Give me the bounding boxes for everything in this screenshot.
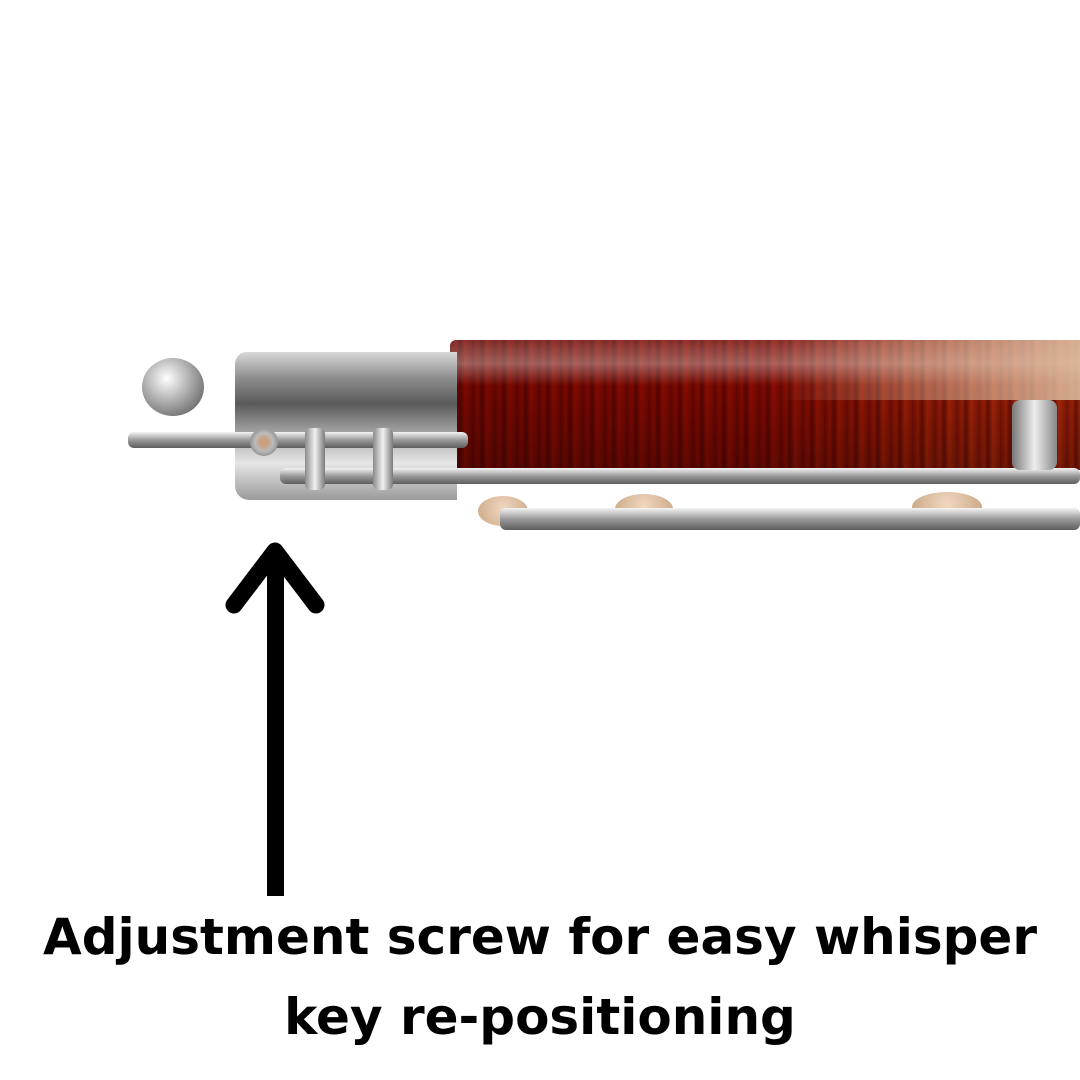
whisper-key-rod [128,432,468,448]
caption: Adjustment screw for easy whisper key re… [0,897,1080,1057]
wood-grain-highlight [780,340,1080,400]
adjustment-screw [250,428,278,456]
whisper-key-cup [142,358,204,416]
key-guard [1012,400,1057,470]
arrow-shaft [267,560,284,896]
key-mechanism [500,508,1080,530]
caption-line-2: key re-positioning [284,988,796,1046]
key-rod [280,468,1080,484]
caption-line-1: Adjustment screw for easy whisper [43,908,1037,966]
arrow-head-icon [225,542,325,614]
rod-post [305,428,325,490]
rod-post [373,428,393,490]
